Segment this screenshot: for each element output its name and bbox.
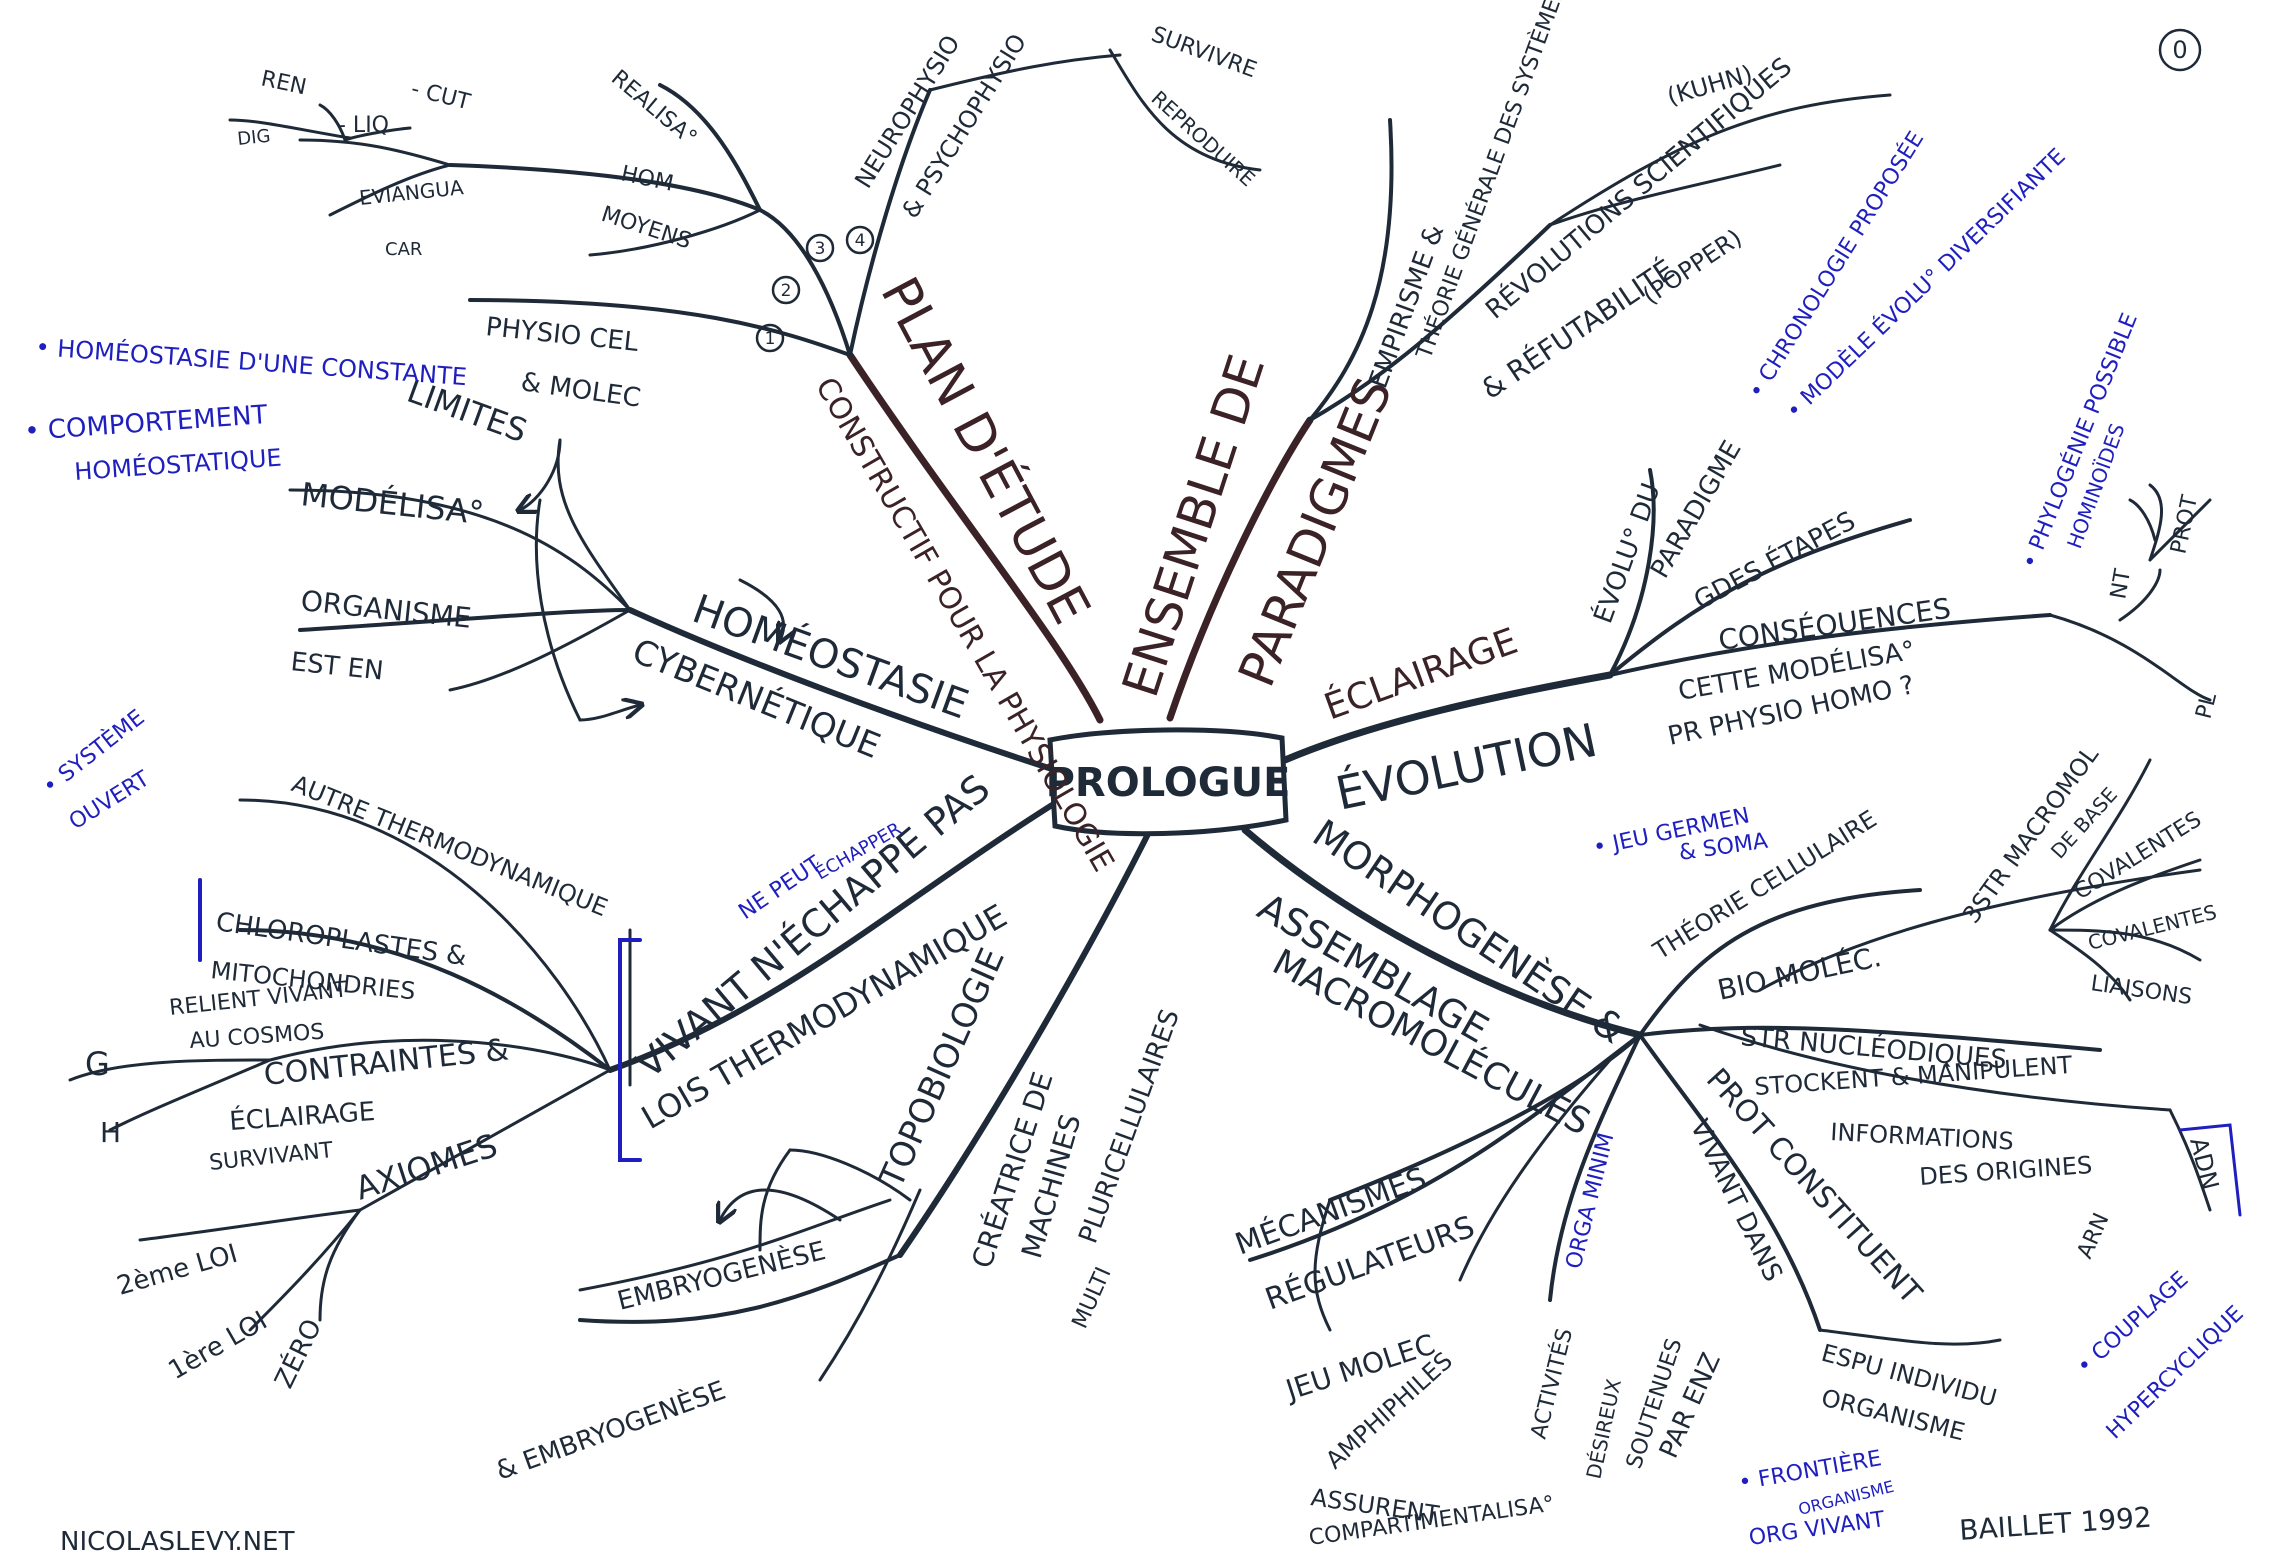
h: H — [100, 1116, 121, 1149]
est-en: EST EN — [289, 647, 385, 687]
et-embryogenese: & EMBRYOGENÈSE — [491, 1374, 729, 1487]
eviangua: EVIANGUA — [358, 175, 465, 210]
loi-2: 2ème LOI — [114, 1239, 241, 1302]
plan-title: PLAN D'ÉTUDE — [869, 267, 1102, 633]
au-cosmos: AU COSMOS — [189, 1020, 325, 1054]
cut: - CUT — [409, 77, 474, 116]
center-label: PROLOGUE — [1046, 760, 1291, 806]
g: G — [85, 1045, 110, 1083]
prot: PROT — [2166, 492, 2203, 556]
bio-molec: BIO MOLÉC. — [1714, 939, 1884, 1007]
liq: - LIQ — [338, 113, 389, 138]
activites: ACTIVITÉS — [1526, 1326, 1579, 1442]
hom: HOM — [619, 161, 676, 196]
pluricellulaires: PLURICELLULAIRES — [1073, 1006, 1185, 1248]
informations: INFORMATIONS — [1830, 1118, 2015, 1156]
gdes-etapes: GDES ÉTAPES — [1688, 504, 1860, 616]
footer-author: BAILLET 1992 — [1958, 1501, 2153, 1547]
center-box — [1047, 727, 1289, 837]
marker-2: 2 — [781, 281, 792, 301]
paradigme: PARADIGME — [1645, 436, 1748, 584]
trunk-plan — [846, 351, 1104, 724]
survivre: SURVIVRE — [1148, 22, 1260, 83]
footer-site: NICOLASLEVY.NET — [60, 1527, 295, 1557]
note-comportement-1: • COMPORTEMENT — [23, 400, 268, 447]
adn: ADN — [2184, 1135, 2224, 1193]
liaisons: LIAISONS — [2089, 971, 2193, 1010]
eclairage-survivant: ÉCLAIRAGE — [228, 1095, 376, 1137]
marker-circle-2 — [771, 275, 801, 305]
marker-circle-1 — [755, 323, 785, 353]
axiomes: AXIOMES — [351, 1126, 502, 1207]
page-number-circle — [2158, 28, 2202, 72]
zero: ZÉRO — [268, 1314, 329, 1393]
car: CAR — [385, 239, 422, 260]
trunk-morpho — [1241, 826, 1644, 1039]
trunk-paradigmes — [1166, 416, 1314, 722]
modelisa: MODÉLISA° — [299, 475, 486, 532]
physio-cel: PHYSIO CEL — [484, 312, 640, 358]
autre-thermo: AUTRE THERMODYNAMIQUE — [288, 770, 612, 923]
consequences: CONSÉQUENCES — [1716, 591, 1953, 657]
nt: NT — [2106, 567, 2136, 601]
ren: REN — [259, 66, 309, 100]
note-comportement-2: HOMÉOSTATIQUE — [73, 443, 282, 486]
marker-circle-4 — [845, 225, 875, 255]
branch-lines — [68, 48, 2242, 1382]
marker-4: 4 — [855, 231, 866, 251]
trunk-topo — [897, 827, 1153, 1258]
trunk-evolution — [1281, 671, 1614, 764]
multi: MULTI — [1068, 1264, 1117, 1333]
desireux: DÉSIREUX — [1581, 1376, 1626, 1481]
des-origines: DES ORIGINES — [1918, 1151, 2093, 1191]
pl: PL — [2192, 690, 2223, 722]
trunk-homeo — [627, 607, 1058, 773]
refutabilite: & RÉFUTABILITÉ — [1475, 252, 1680, 406]
reproduire: REPRODUIRE — [1147, 86, 1260, 191]
center-node: PROLOGUE — [1046, 727, 1291, 837]
arn: ARN — [2073, 1210, 2115, 1263]
page-number: 0 — [2172, 36, 2187, 64]
molec: & MOLEC — [519, 367, 643, 413]
loi-1: 1ère LOI — [164, 1306, 273, 1386]
marker-3: 3 — [815, 239, 826, 259]
trunk-thermo — [607, 797, 1063, 1073]
marker-circle-3 — [805, 233, 835, 263]
realisa: REALISA° — [606, 65, 701, 151]
marker-1: 1 — [765, 329, 776, 349]
survivant: SURVIVANT — [208, 1138, 335, 1176]
plan-markers — [755, 28, 2202, 353]
covalentes-2: COVALENTES — [2085, 900, 2219, 955]
note-homeostasie: • HOMÉOSTASIE D'UNE CONSTANTE — [35, 332, 468, 391]
dig: DIG — [236, 126, 271, 150]
